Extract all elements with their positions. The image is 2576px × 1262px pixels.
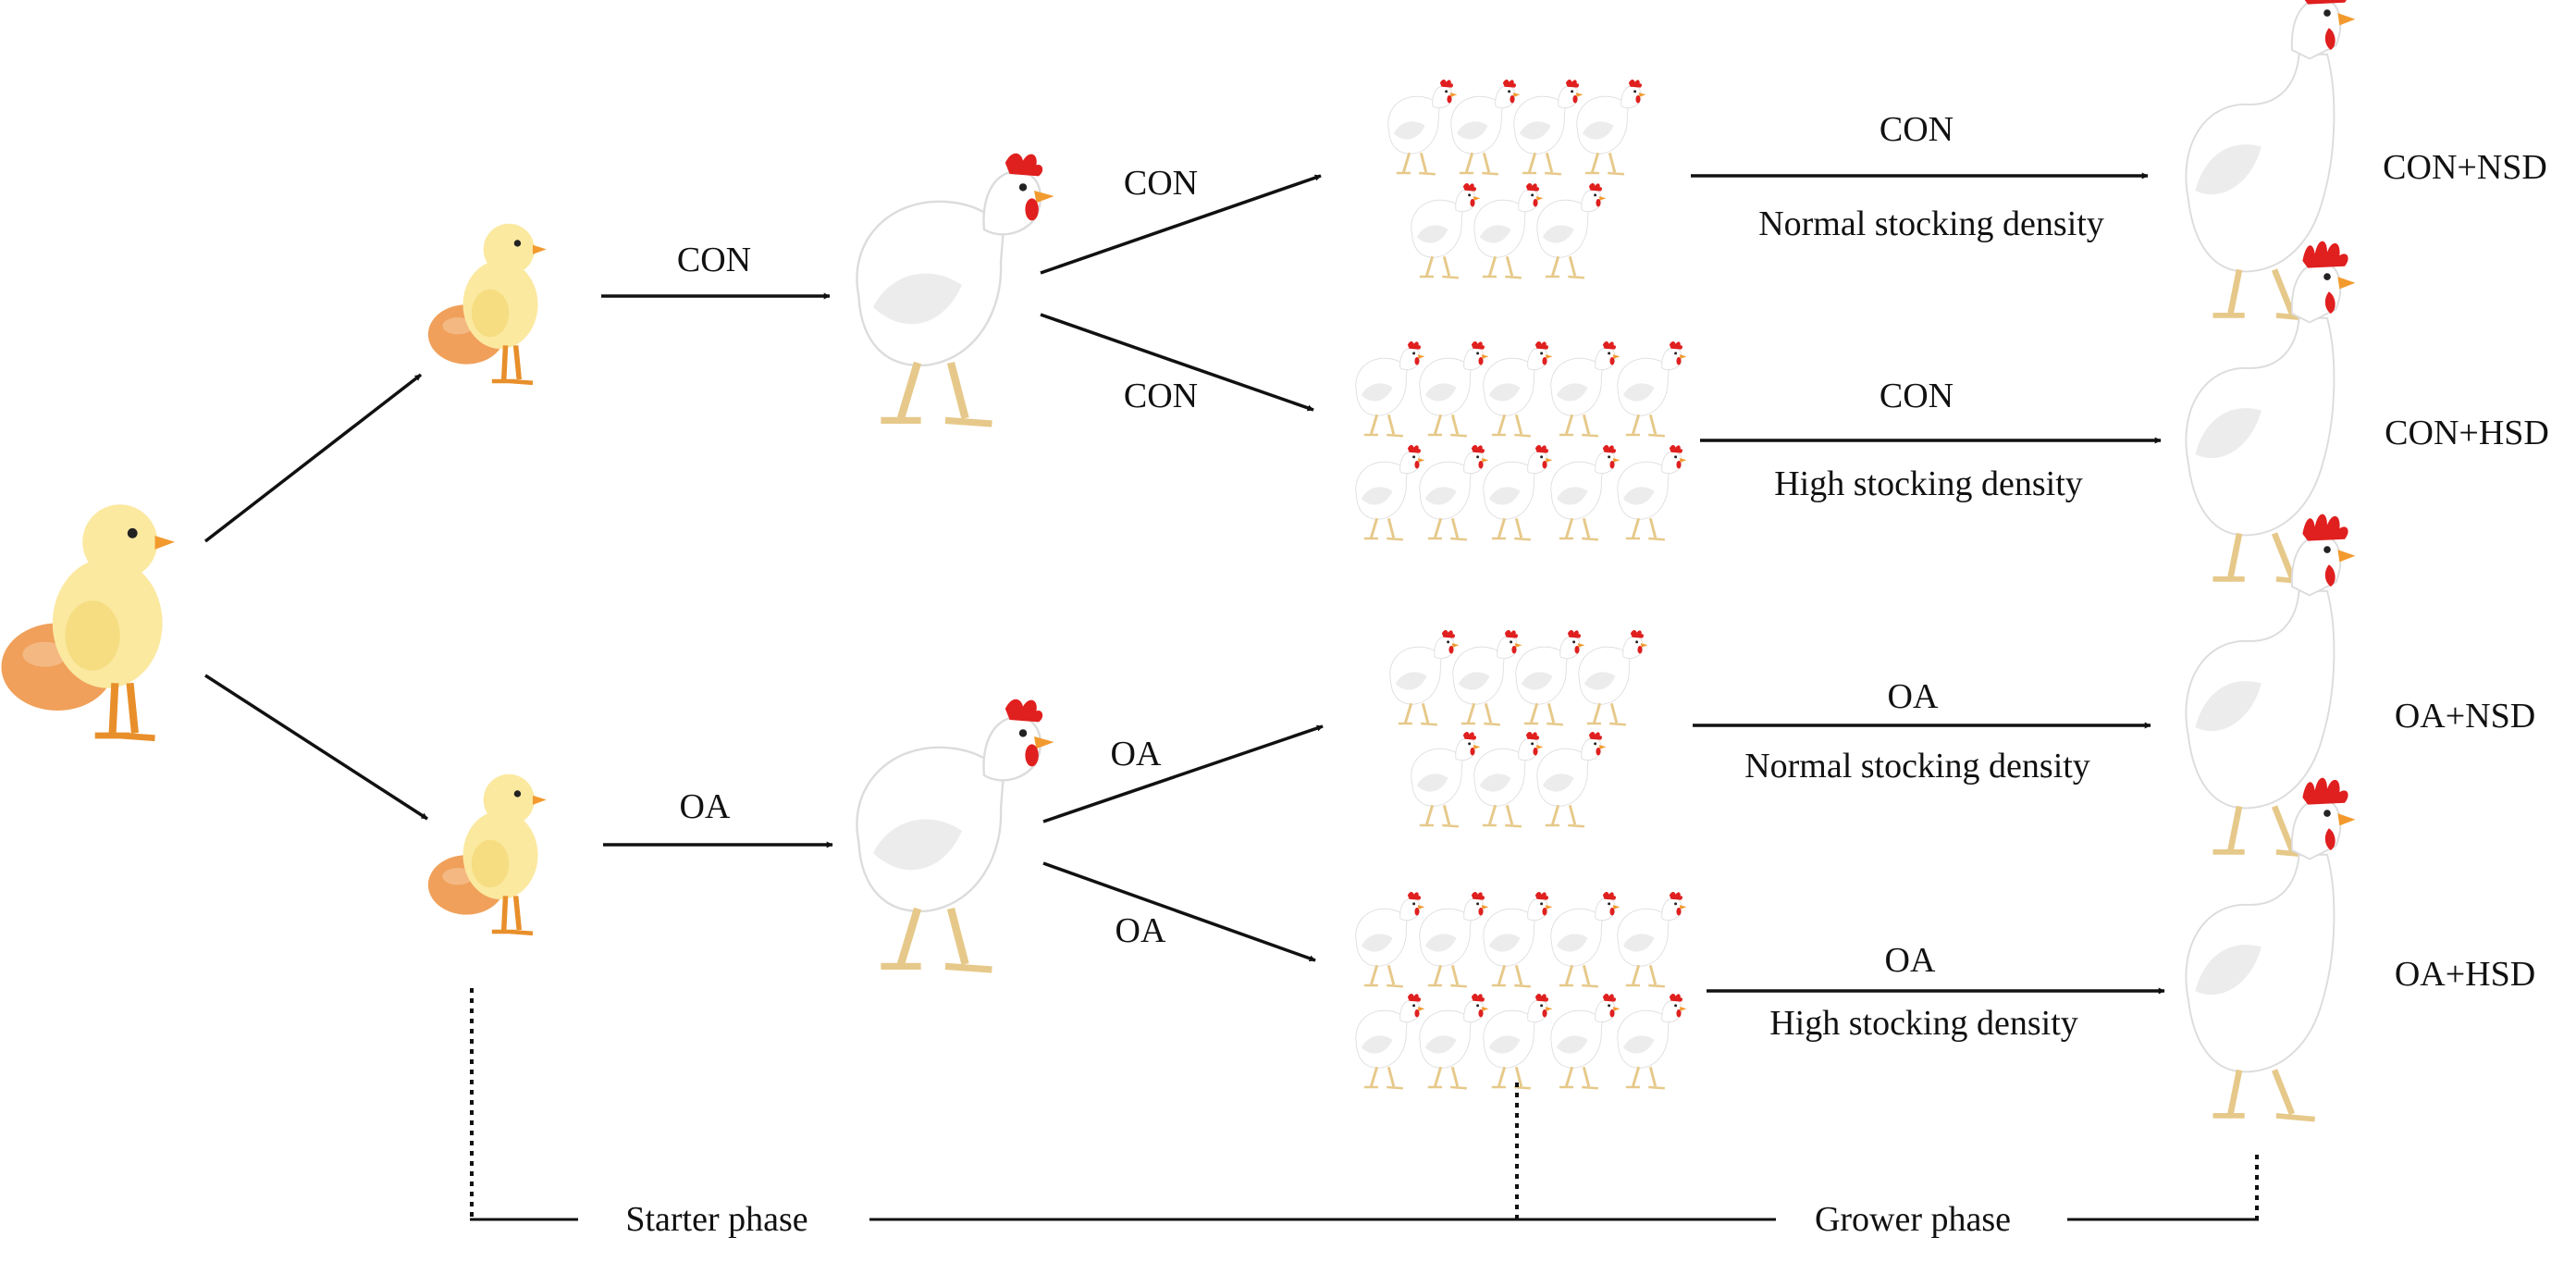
group-row-3: OA Normal stocking density OA+NSD xyxy=(1693,677,2535,786)
group-1-density: Normal stocking density xyxy=(1758,204,2104,243)
broiler-chicken-icon xyxy=(1418,340,1490,438)
broiler-chicken-icon xyxy=(1616,340,1688,438)
flock-group-2 xyxy=(1354,340,1688,541)
broiler-chicken-icon xyxy=(1451,628,1523,726)
arrow-to-oa-chick xyxy=(204,674,428,821)
broiler-chicken-icon xyxy=(1418,890,1490,988)
broiler-chicken-icon xyxy=(1616,443,1688,541)
broiler-chicken-icon xyxy=(1577,628,1649,726)
broiler-chicken-icon xyxy=(1616,992,1688,1090)
broiler-chicken-icon xyxy=(1549,992,1621,1090)
broiler-chicken-icon xyxy=(1549,890,1621,988)
broiler-chicken-icon xyxy=(1482,890,1554,988)
flock-group-3 xyxy=(1388,628,1649,828)
broiler-chicken-icon xyxy=(1473,730,1545,828)
arrow-to-con-chick xyxy=(203,373,423,543)
group-4-treatment: OA xyxy=(1885,941,1936,980)
phase-timeline: Starter phase Grower phase xyxy=(470,988,2259,1239)
broiler-chicken-icon xyxy=(1410,181,1482,279)
broiler-chicken-icon xyxy=(1549,340,1621,438)
broiler-chicken-icon xyxy=(1473,181,1545,279)
broiler-chicken-icon xyxy=(1418,443,1490,541)
rooster-icon xyxy=(2186,778,2355,1120)
group-4-outcome: OA+HSD xyxy=(2395,955,2535,994)
con-upper-label: CON xyxy=(1124,164,1198,203)
group-4-density: High stocking density xyxy=(1769,1004,2078,1043)
group-row-2: CON High stocking density CON+HSD xyxy=(1700,377,2549,503)
broiler-chicken-icon xyxy=(1354,992,1426,1090)
group-row-1: CON Normal stocking density CON+NSD xyxy=(1691,110,2547,243)
broiler-chicken-icon xyxy=(1549,443,1621,541)
broiler-chicken-icon xyxy=(1354,340,1426,438)
broiler-chicken-icon xyxy=(1482,443,1554,541)
chick-with-egg-icon xyxy=(428,774,547,934)
broiler-chicken-icon xyxy=(1388,628,1461,726)
group-1-treatment: CON xyxy=(1880,110,1954,149)
broiler-chicken-icon xyxy=(857,699,1054,970)
broiler-chicken-icon xyxy=(1535,181,1608,279)
broiler-chicken-icon xyxy=(1514,628,1586,726)
broiler-chicken-icon xyxy=(1482,992,1554,1090)
group-3-density: Normal stocking density xyxy=(1744,747,2090,786)
group-1-outcome: CON+NSD xyxy=(2383,148,2547,187)
arrow-oa-upper xyxy=(1042,724,1324,823)
group-3-treatment: OA xyxy=(1888,677,1939,716)
broiler-chicken-icon xyxy=(857,154,1054,424)
arrow-con-lower xyxy=(1040,313,1314,412)
flock-groups xyxy=(1354,78,1688,1090)
starter-con-label: CON xyxy=(677,241,751,279)
broiler-chicken-icon xyxy=(1535,730,1608,828)
broiler-chicken-icon xyxy=(1512,78,1584,176)
flock-group-4 xyxy=(1354,890,1688,1090)
starter-oa-label: OA xyxy=(680,787,731,826)
broiler-chicken-icon xyxy=(1354,443,1426,541)
broiler-chicken-icon xyxy=(1482,340,1554,438)
broiler-chicken-icon xyxy=(1418,992,1490,1090)
group-2-density: High stocking density xyxy=(1774,464,2083,503)
flock-group-1 xyxy=(1387,78,1647,279)
oa-lower-label: OA xyxy=(1115,911,1166,950)
con-lower-label: CON xyxy=(1124,377,1198,415)
group-3-outcome: OA+NSD xyxy=(2395,697,2535,736)
arrow-con-upper xyxy=(1040,174,1322,275)
chick-with-egg-icon xyxy=(428,224,547,383)
broiler-chicken-icon xyxy=(1410,730,1482,828)
starter-phase-label: Starter phase xyxy=(625,1200,807,1239)
oa-upper-label: OA xyxy=(1111,735,1162,773)
broiler-chicken-icon xyxy=(1616,890,1688,988)
chick-with-egg-icon xyxy=(1,504,175,737)
group-2-treatment: CON xyxy=(1880,377,1954,415)
grower-phase-label: Grower phase xyxy=(1815,1200,2011,1239)
group-2-outcome: CON+HSD xyxy=(2385,414,2549,452)
broiler-chicken-icon xyxy=(1449,78,1522,176)
broiler-chicken-icon xyxy=(1387,78,1459,176)
group-row-4: OA High stocking density OA+HSD xyxy=(1707,941,2535,1043)
arrow-oa-lower xyxy=(1042,861,1316,962)
broiler-chicken-icon xyxy=(1354,890,1426,988)
broiler-chicken-icon xyxy=(1575,78,1647,176)
